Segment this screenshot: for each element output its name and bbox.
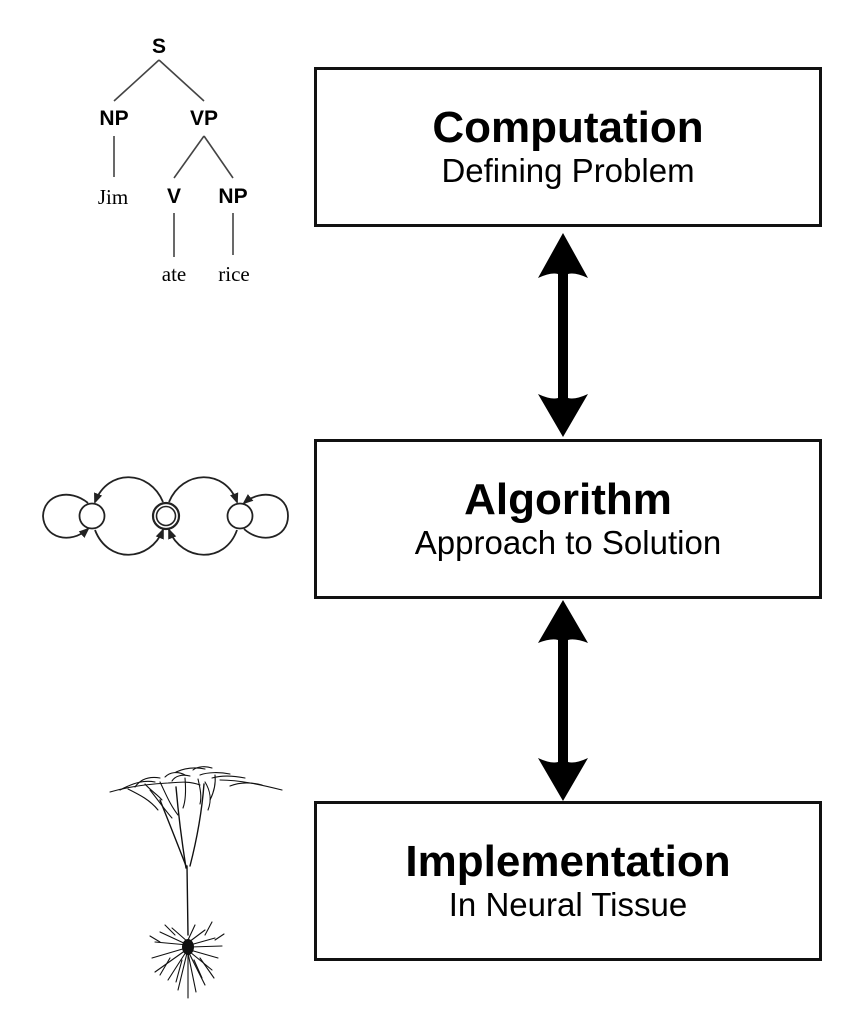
tree-node-np-object: NP [218,185,247,208]
computation-subtitle: Defining Problem [441,152,695,189]
implementation-subtitle: In Neural Tissue [448,886,688,923]
neuron-basal-dendrites [149,921,225,999]
computation-box: Computation Defining Problem [314,67,822,227]
state-accept-outer [151,501,181,531]
tree-leaf-ate: ate [162,262,186,286]
neuron-apical-shaft [159,783,205,936]
parse-tree [113,59,234,257]
arrow-algorithm-implementation [538,600,588,801]
transition-right-to-accept [168,527,238,556]
neuron-icon [109,766,283,999]
tree-leaf-rice: rice [218,262,249,286]
transition-self-loop-right [242,493,289,539]
state-machine [42,476,289,556]
tree-node-s: S [152,35,166,58]
transition-accept-to-right [168,476,239,505]
implementation-box: Implementation In Neural Tissue [314,801,822,961]
algorithm-box: Algorithm Approach to Solution [314,439,822,599]
tree-edge [113,59,160,102]
tree-edge [203,135,234,179]
transition-self-loop-left [42,493,90,539]
tree-node-vp: VP [190,107,218,130]
state-right [226,502,254,530]
algorithm-subtitle: Approach to Solution [414,524,722,561]
transition-accept-to-left [94,476,164,505]
double-arrow-icon [538,233,588,437]
tree-node-v: V [167,185,181,208]
tree-node-np-subject: NP [99,107,128,130]
computation-title: Computation [432,103,704,152]
arrow-computation-algorithm [538,233,588,437]
tree-leaf-jim: Jim [98,185,128,209]
state-left [78,502,106,530]
state-accept-inner [155,505,177,527]
tree-edge [173,135,205,179]
double-arrow-icon [538,600,588,801]
neuron-apical-tuft [109,766,283,819]
algorithm-title: Algorithm [464,475,672,524]
implementation-title: Implementation [405,837,731,886]
tree-edge [158,59,205,102]
transition-left-to-accept [94,527,164,556]
